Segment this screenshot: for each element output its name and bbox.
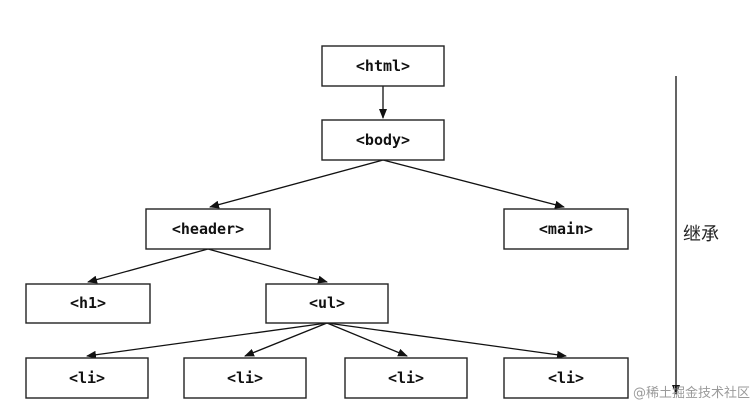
inheritance-label: 继承 [683, 224, 719, 245]
node-li-2-label: <li> [227, 369, 263, 387]
edge-ul-li-1 [86, 322, 328, 359]
node-li-2: <li> [183, 357, 307, 399]
node-ul-label: <ul> [309, 294, 345, 312]
edge-ul-li-2 [244, 322, 328, 357]
node-li-3: <li> [344, 357, 468, 399]
node-li-4: <li> [503, 357, 629, 399]
node-ul: <ul> [265, 283, 389, 324]
edge-header-ul [207, 248, 328, 284]
edge-ul-li-3 [326, 322, 408, 357]
node-li-1: <li> [25, 357, 149, 399]
node-li-3-label: <li> [388, 369, 424, 387]
node-body-label: <body> [356, 131, 410, 149]
node-li-4-label: <li> [548, 369, 584, 387]
node-html: <html> [321, 45, 445, 87]
edges [86, 76, 680, 395]
node-main-label: <main> [539, 220, 593, 238]
node-h1: <h1> [25, 283, 151, 324]
node-header-label: <header> [172, 220, 244, 238]
edge-header-h1 [87, 248, 209, 284]
node-header: <header> [145, 208, 271, 250]
edge-body-main [382, 159, 565, 209]
node-h1-label: <h1> [70, 294, 106, 312]
node-li-1-label: <li> [69, 369, 105, 387]
edge-ul-li-4 [326, 322, 567, 359]
node-main: <main> [503, 208, 629, 250]
watermark-text: @稀土掘金技术社区 [633, 385, 750, 401]
node-body: <body> [321, 119, 445, 161]
edge-body-header [209, 159, 384, 209]
node-html-label: <html> [356, 57, 410, 75]
